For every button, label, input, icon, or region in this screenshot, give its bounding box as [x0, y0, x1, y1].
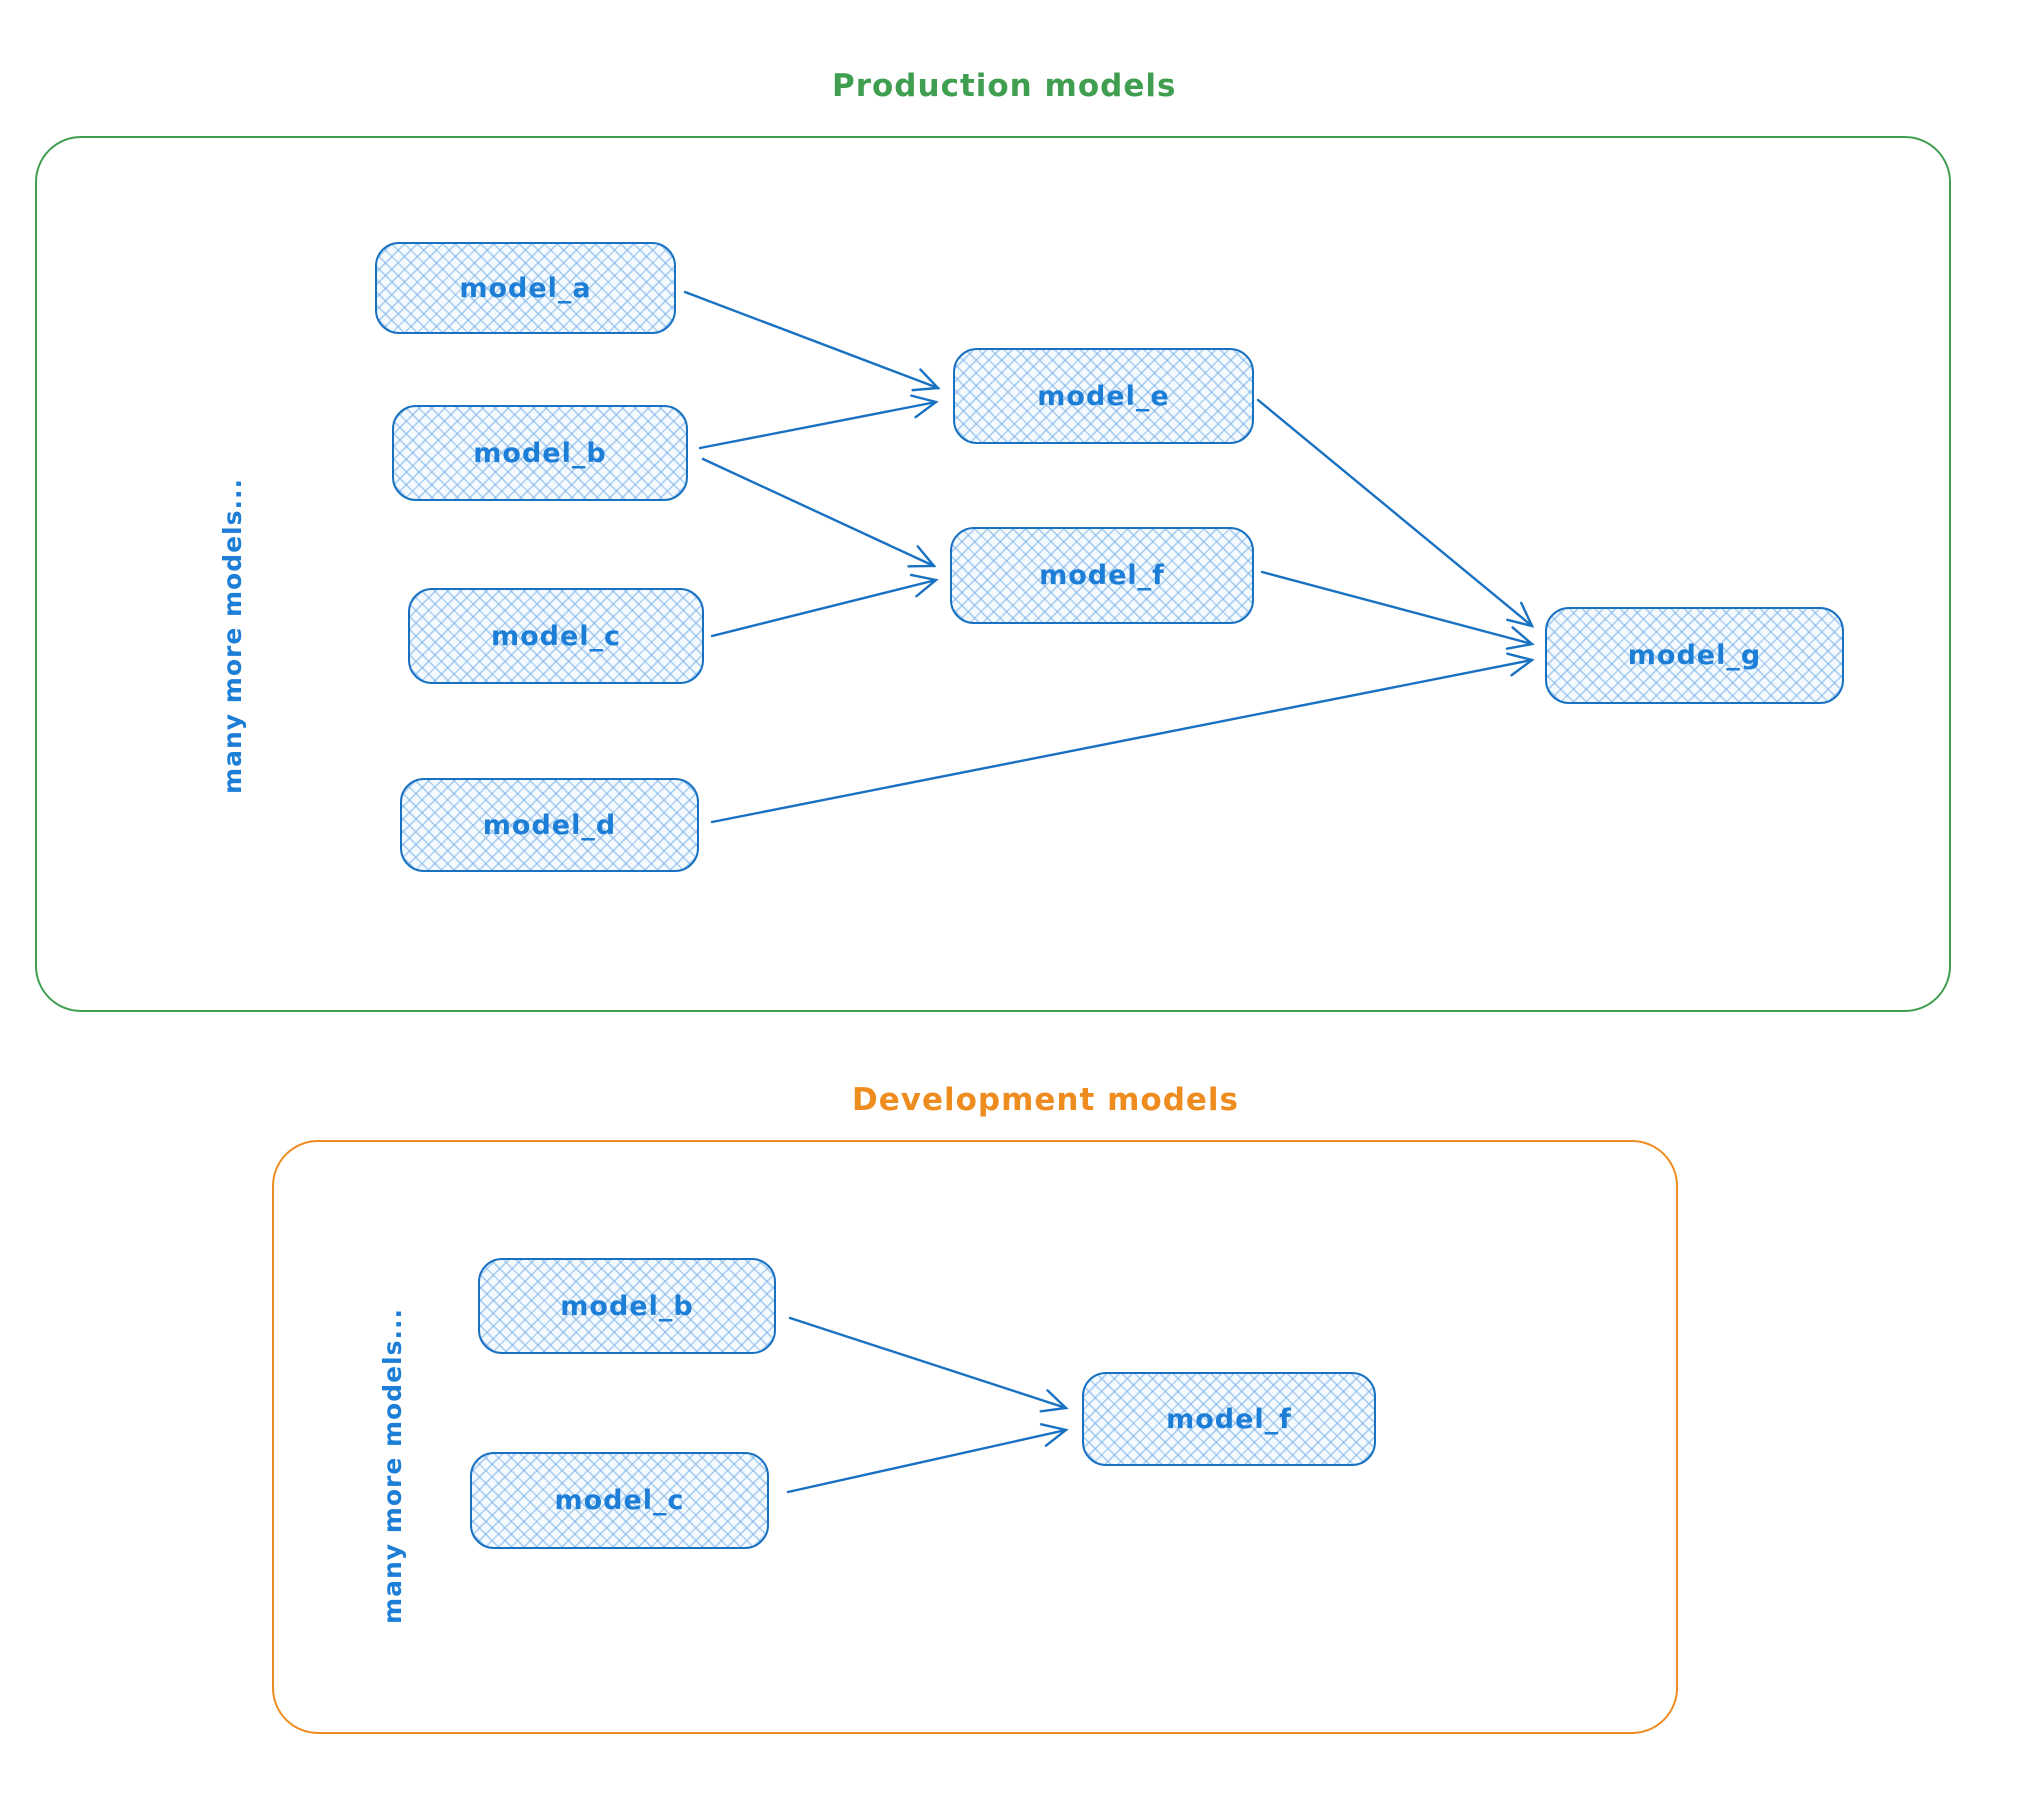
dev-node-model-c-label: model_c: [554, 1485, 685, 1516]
node-model-b-label: model_b: [473, 437, 607, 469]
development-side-label[interactable]: many more models...: [378, 1308, 407, 1624]
node-model-c-label: model_c: [490, 620, 622, 652]
node-model-c[interactable]: model_c: [408, 588, 704, 684]
node-model-g[interactable]: model_g: [1545, 607, 1844, 704]
node-model-a[interactable]: model_a: [375, 242, 676, 334]
dev-node-model-b-label: model_b: [560, 1290, 694, 1322]
production-frame[interactable]: [35, 136, 1951, 1012]
node-model-e-label: model_e: [1037, 380, 1170, 412]
production-side-label[interactable]: many more models...: [218, 478, 247, 794]
node-model-b[interactable]: model_b: [392, 405, 688, 501]
development-frame[interactable]: [272, 1140, 1678, 1734]
development-section-title[interactable]: Development models: [852, 1082, 1240, 1118]
dev-node-model-f-label: model_f: [1166, 1403, 1292, 1435]
dev-node-model-f[interactable]: model_f: [1082, 1372, 1376, 1466]
dev-node-model-b[interactable]: model_b: [478, 1258, 776, 1354]
node-model-f[interactable]: model_f: [950, 527, 1254, 624]
node-model-g-label: model_g: [1627, 640, 1762, 671]
dev-node-model-c[interactable]: model_c: [470, 1452, 769, 1549]
production-section-title[interactable]: Production models: [832, 68, 1177, 104]
node-model-f-label: model_f: [1039, 560, 1165, 591]
node-model-d-label: model_d: [482, 809, 617, 841]
node-model-a-label: model_a: [459, 272, 592, 304]
node-model-e[interactable]: model_e: [953, 348, 1254, 444]
node-model-d[interactable]: model_d: [400, 778, 699, 872]
